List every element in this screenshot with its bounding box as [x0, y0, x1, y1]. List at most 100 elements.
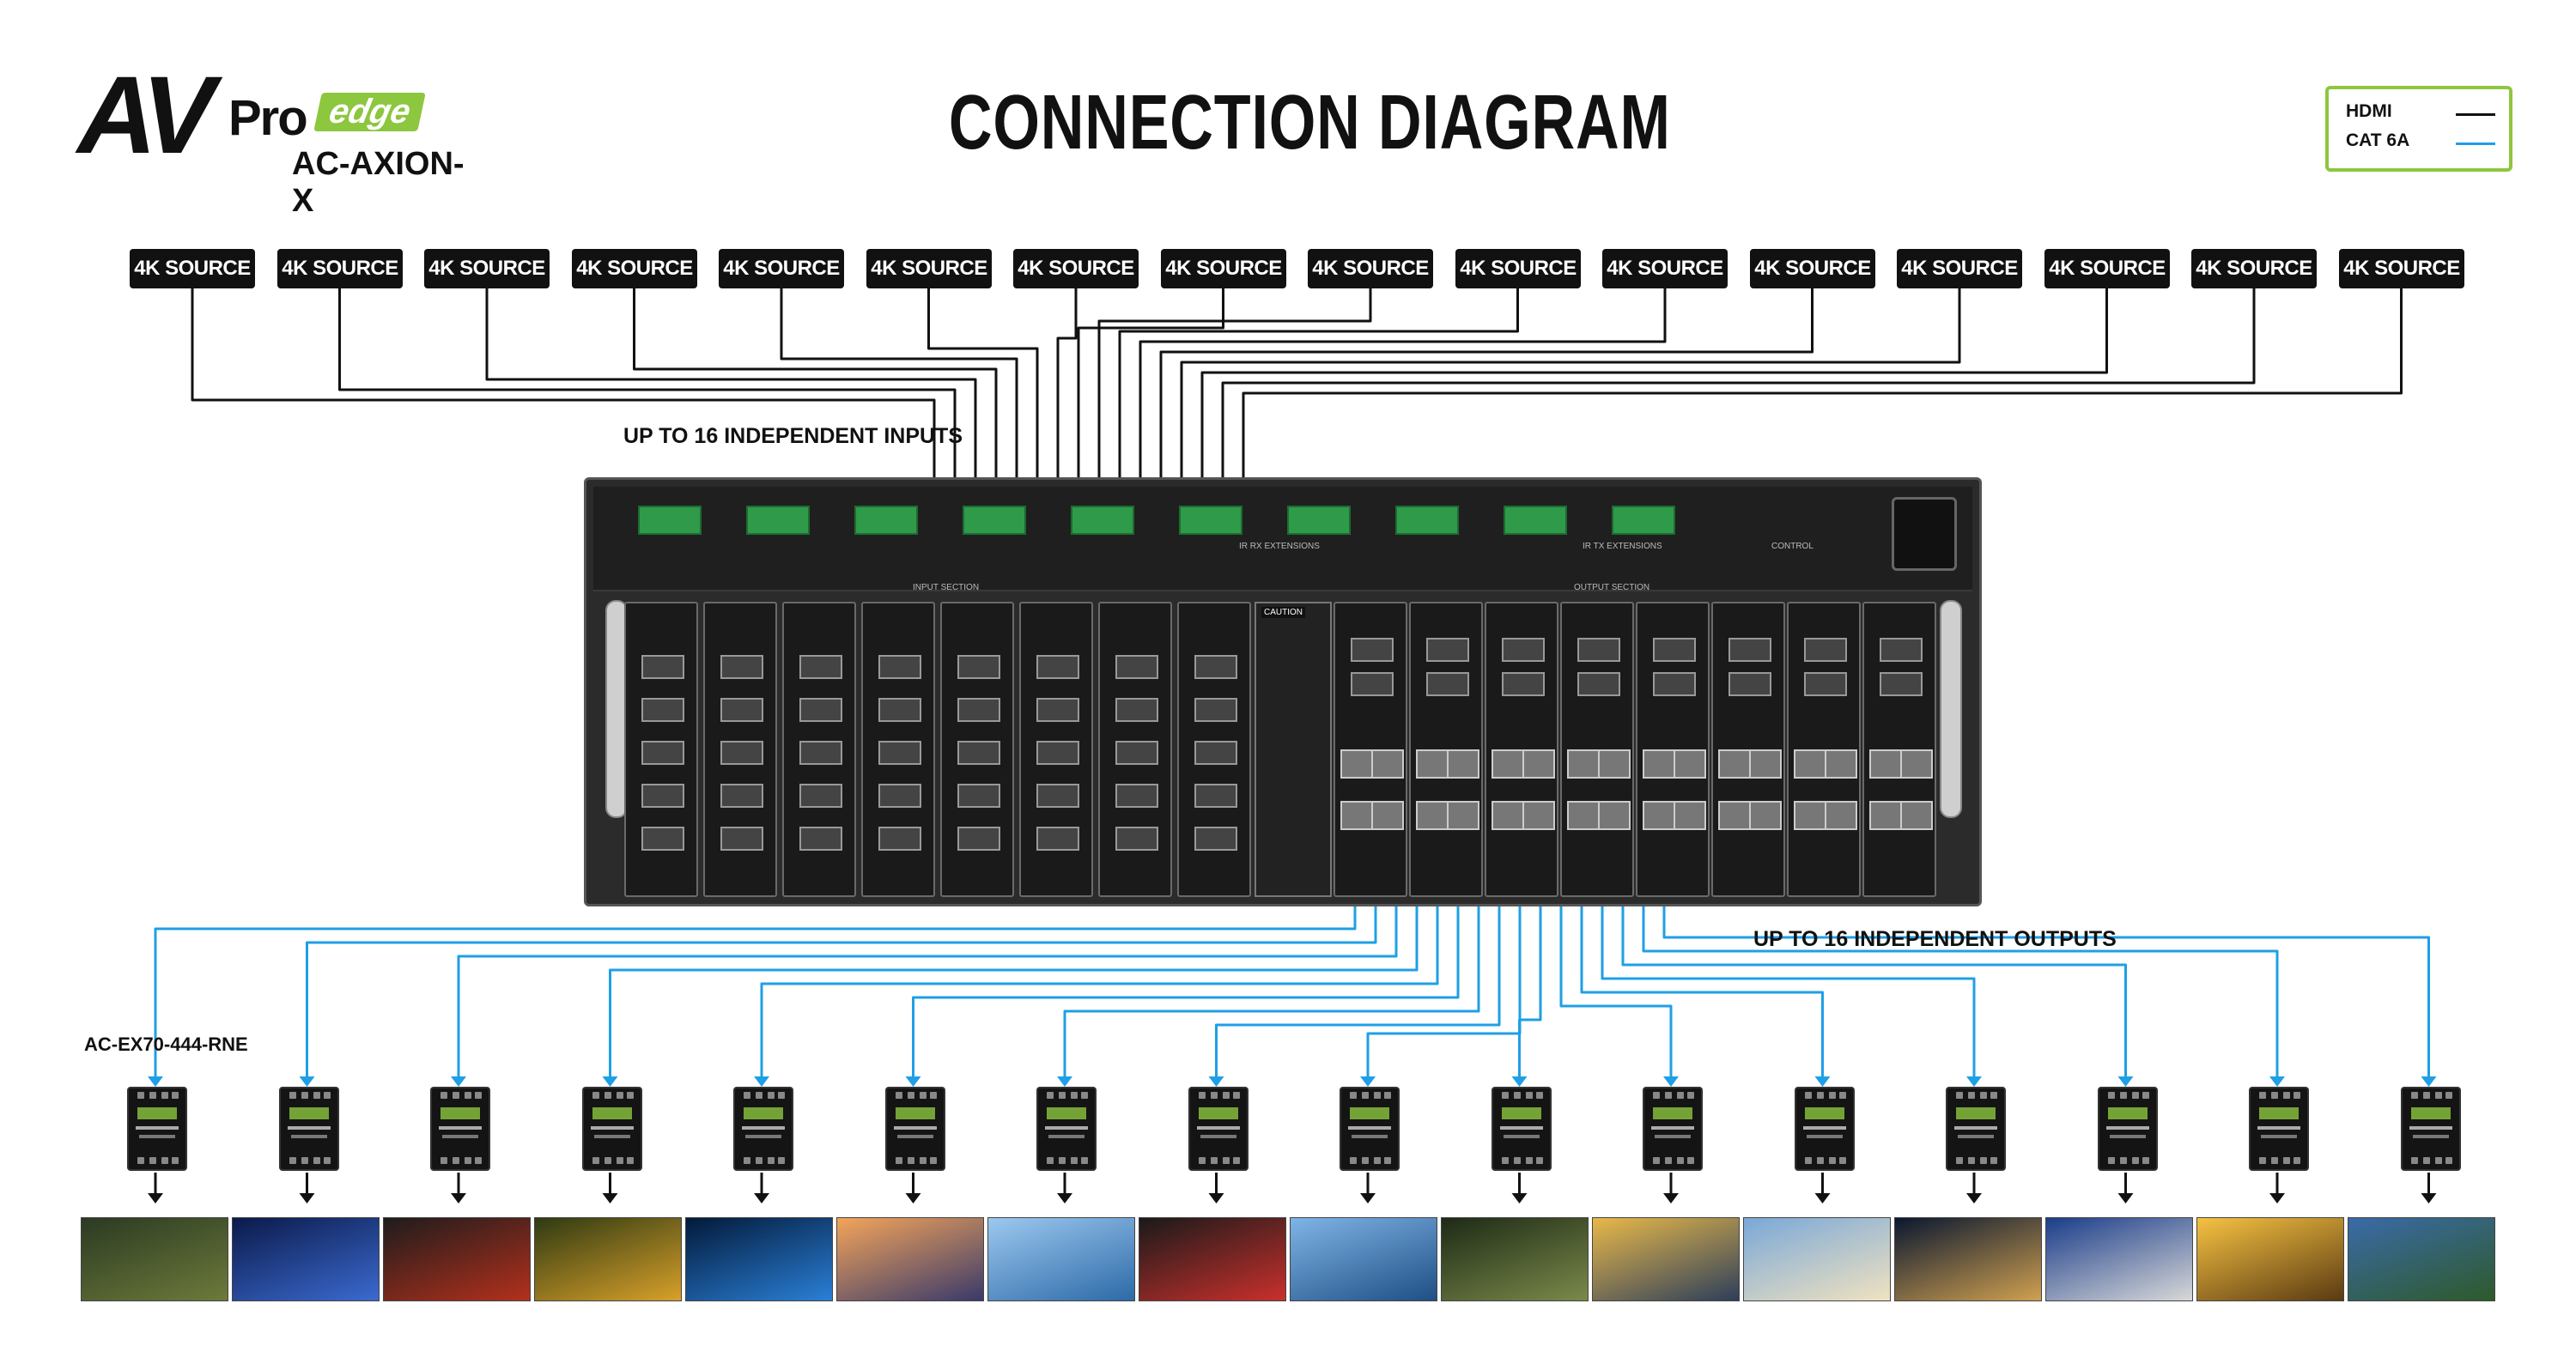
rj45-port	[1416, 801, 1449, 830]
cat6a-arrow	[1966, 1076, 1982, 1087]
chassis-top-panel	[593, 487, 1972, 591]
cat6a-wire	[1601, 903, 1976, 1080]
cat6a-wire	[1366, 903, 1522, 1080]
cat6a-wire	[1580, 903, 1824, 1080]
receiver-led	[605, 1092, 611, 1099]
hdmi-port	[957, 698, 1000, 722]
receiver-led	[1665, 1157, 1672, 1164]
hdmi-arrow	[148, 1193, 163, 1203]
hdmi-port	[641, 698, 684, 722]
hdmi-wire	[1097, 288, 1372, 477]
left-handle	[605, 600, 628, 818]
receiver-led	[1956, 1092, 1963, 1099]
receiver-led	[896, 1092, 902, 1099]
receiver-model-caption: AC-EX70-444-RNE	[84, 1034, 248, 1055]
hdmi-wire	[1077, 288, 1224, 477]
display-football	[2045, 1217, 2193, 1301]
display-rocket-launch	[1743, 1217, 1891, 1301]
receiver-label	[1197, 1126, 1240, 1130]
hdmi-port	[1036, 827, 1079, 851]
hdmi-wire	[927, 288, 1039, 477]
legend-swatch-hdmi	[2456, 113, 2495, 116]
receiver-led	[2271, 1092, 2278, 1099]
hdmi-port	[720, 655, 763, 679]
receiver-led	[1502, 1092, 1509, 1099]
cat6a-arrow	[1663, 1076, 1679, 1087]
receiver-led	[1211, 1157, 1218, 1164]
receiver-logo	[592, 1107, 632, 1119]
receiver-label	[591, 1126, 634, 1130]
hdmi-wire	[1139, 288, 1667, 477]
receiver-label	[745, 1135, 781, 1138]
ir-rx-label: IR RX EXTENSIONS	[1239, 542, 1320, 551]
cat6a-wire	[760, 903, 1439, 1080]
hdmi-port	[720, 827, 763, 851]
receiver-logo	[137, 1107, 177, 1119]
hdmi-arrow	[1511, 1193, 1528, 1203]
receiver-led	[1199, 1092, 1206, 1099]
receiver-label	[2257, 1126, 2300, 1130]
receiver-label	[1045, 1126, 1088, 1130]
output-card	[1409, 602, 1483, 897]
receiver-led	[289, 1157, 296, 1164]
receiver-unit	[2401, 1087, 2461, 1171]
receiver-label	[1200, 1135, 1236, 1138]
inputs-caption: UP TO 16 INDEPENDENT INPUTS	[623, 424, 963, 448]
receiver-label	[1352, 1135, 1388, 1138]
hdmi-port	[957, 655, 1000, 679]
display-presenter	[1139, 1217, 1286, 1301]
hdmi-port	[878, 827, 921, 851]
cat6a-arrow	[2269, 1076, 2285, 1087]
receiver-led	[1687, 1157, 1694, 1164]
hdmi-port	[641, 784, 684, 808]
rj45-port	[1674, 801, 1706, 830]
receiver-led	[453, 1157, 459, 1164]
cat6a-wire	[609, 903, 1419, 1080]
receiver-led	[2259, 1157, 2266, 1164]
input-card	[782, 602, 856, 897]
receiver-logo	[2411, 1107, 2451, 1119]
receiver-label	[1048, 1135, 1084, 1138]
receiver-led	[2293, 1157, 2300, 1164]
hdmi-port	[1115, 655, 1158, 679]
terminal-block	[746, 506, 810, 535]
receiver-led	[1677, 1157, 1684, 1164]
cat6a-arrow	[451, 1076, 466, 1087]
receiver-led	[301, 1092, 308, 1099]
receiver-led	[908, 1157, 914, 1164]
receiver-led	[1211, 1092, 1218, 1099]
right-handle	[1940, 600, 1962, 818]
receiver-led	[756, 1092, 762, 1099]
receiver-led	[2445, 1092, 2452, 1099]
receiver-led	[1374, 1157, 1381, 1164]
receiver-led	[137, 1157, 144, 1164]
receiver-led	[1071, 1092, 1078, 1099]
receiver-led	[2435, 1157, 2442, 1164]
receiver-label	[1958, 1135, 1994, 1138]
terminal-block	[1287, 506, 1351, 535]
hdmi-port	[641, 827, 684, 851]
power-inlet	[1892, 497, 1957, 571]
cat6a-wire	[1215, 903, 1501, 1080]
receiver-led	[475, 1092, 482, 1099]
hdmi-port	[720, 698, 763, 722]
display-frog	[534, 1217, 682, 1301]
receiver-unit	[733, 1087, 793, 1171]
hdmi-port	[1194, 784, 1237, 808]
receiver-unit	[1946, 1087, 2006, 1171]
hdmi-port	[720, 741, 763, 765]
source-box: 4K SOURCE	[1897, 249, 2022, 288]
receiver-logo	[896, 1107, 935, 1119]
receiver-led	[768, 1157, 775, 1164]
source-box: 4K SOURCE	[1750, 249, 1875, 288]
rj45-port	[1371, 801, 1404, 830]
receiver-unit	[1795, 1087, 1855, 1171]
cat6a-arrow	[148, 1076, 163, 1087]
rj45-port	[1643, 749, 1675, 779]
legend: HDMI CAT 6A	[2325, 86, 2512, 172]
receiver-unit	[430, 1087, 490, 1171]
receiver-label	[894, 1126, 937, 1130]
rj45-port	[1522, 749, 1555, 779]
hdmi-port	[799, 698, 842, 722]
output-card	[1862, 602, 1936, 897]
